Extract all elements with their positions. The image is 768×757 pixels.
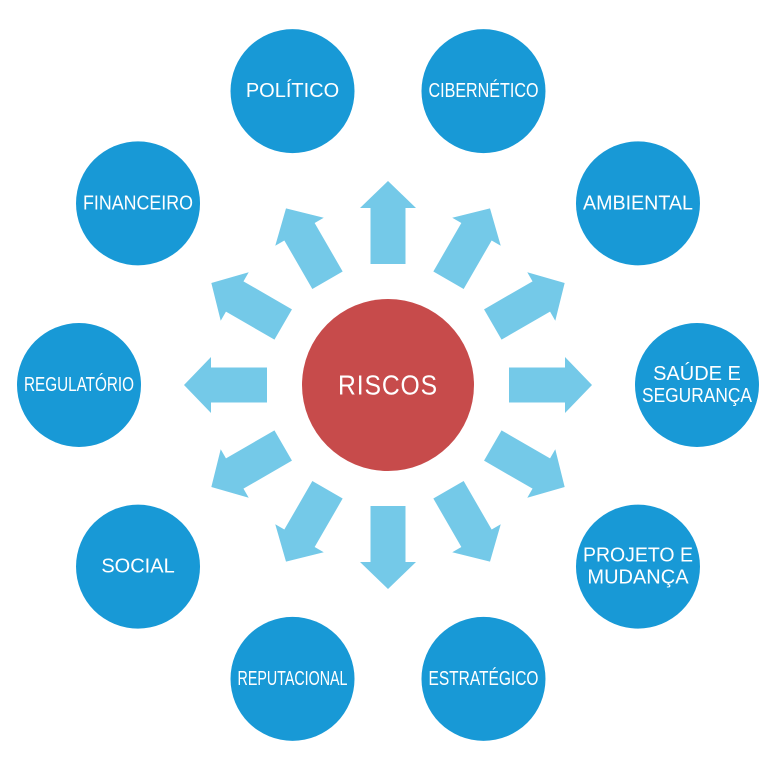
node-label-line: MUDANÇA bbox=[587, 567, 689, 589]
radial-arrow-icon bbox=[433, 481, 501, 562]
radial-arrow-icon bbox=[211, 430, 292, 498]
node-label-line: POLÍTICO bbox=[246, 79, 339, 102]
node-circle bbox=[635, 323, 759, 447]
node-politico: POLÍTICO bbox=[230, 29, 355, 154]
node-label-line: AMBIENTAL bbox=[583, 192, 693, 214]
radial-arrow-icon bbox=[433, 208, 501, 289]
radial-arrow-icon bbox=[360, 181, 416, 264]
node-financeiro: FINANCEIRO bbox=[76, 141, 201, 266]
node-circle bbox=[76, 141, 201, 266]
radial-arrow-icon bbox=[211, 272, 292, 340]
radial-arrow-icon bbox=[509, 357, 592, 413]
radial-arrow-icon bbox=[275, 481, 343, 562]
node-label: REPUTACIONAL bbox=[238, 668, 348, 690]
node-circle bbox=[76, 504, 201, 629]
node-label-line: SOCIAL bbox=[101, 556, 174, 578]
node-estrategico: ESTRATÉGICO bbox=[421, 616, 546, 741]
node-circle bbox=[575, 141, 700, 266]
node-label-line: CIBERNÉTICO bbox=[428, 79, 538, 102]
center-circle bbox=[302, 299, 474, 471]
node-circle bbox=[230, 616, 355, 741]
radial-arrow-icon bbox=[484, 430, 565, 498]
node-social: SOCIAL bbox=[76, 504, 201, 629]
radial-arrow-icon bbox=[484, 272, 565, 340]
node-label: POLÍTICO bbox=[246, 79, 339, 102]
node-label-line: SEGURANÇA bbox=[642, 385, 753, 407]
node-label-line: REPUTACIONAL bbox=[238, 668, 348, 690]
radial-arrow-icon bbox=[275, 208, 343, 289]
node-label-line: REGULATÓRIO bbox=[24, 373, 134, 396]
node-regulatorio: REGULATÓRIO bbox=[17, 323, 141, 447]
radial-arrows bbox=[184, 181, 592, 589]
node-label: AMBIENTAL bbox=[583, 192, 693, 214]
center-node: RISCOS bbox=[302, 299, 474, 471]
node-circle bbox=[421, 616, 546, 741]
radial-arrow-icon bbox=[360, 506, 416, 589]
node-label: FINANCEIRO bbox=[83, 192, 193, 214]
node-label: ESTRATÉGICO bbox=[428, 667, 538, 690]
node-label-line: PROJETO E bbox=[583, 545, 693, 567]
node-label-line: SAÚDE E bbox=[653, 362, 741, 385]
node-label: CIBERNÉTICO bbox=[428, 79, 538, 102]
node-ambiental: AMBIENTAL bbox=[575, 141, 700, 266]
node-label-line: ESTRATÉGICO bbox=[428, 667, 538, 690]
node-label: SOCIAL bbox=[101, 556, 174, 578]
node-circle bbox=[421, 29, 546, 154]
node-circle bbox=[230, 29, 355, 154]
radial-arrow-icon bbox=[184, 357, 267, 413]
node-circle bbox=[575, 504, 700, 629]
node-label-line: FINANCEIRO bbox=[83, 192, 193, 214]
center-label: RISCOS bbox=[338, 370, 438, 401]
node-label: REGULATÓRIO bbox=[24, 373, 134, 396]
center-label-text: RISCOS bbox=[338, 370, 438, 401]
node-circle bbox=[17, 323, 141, 447]
node-cibernetico: CIBERNÉTICO bbox=[421, 29, 546, 154]
node-reputacional: REPUTACIONAL bbox=[230, 616, 355, 741]
